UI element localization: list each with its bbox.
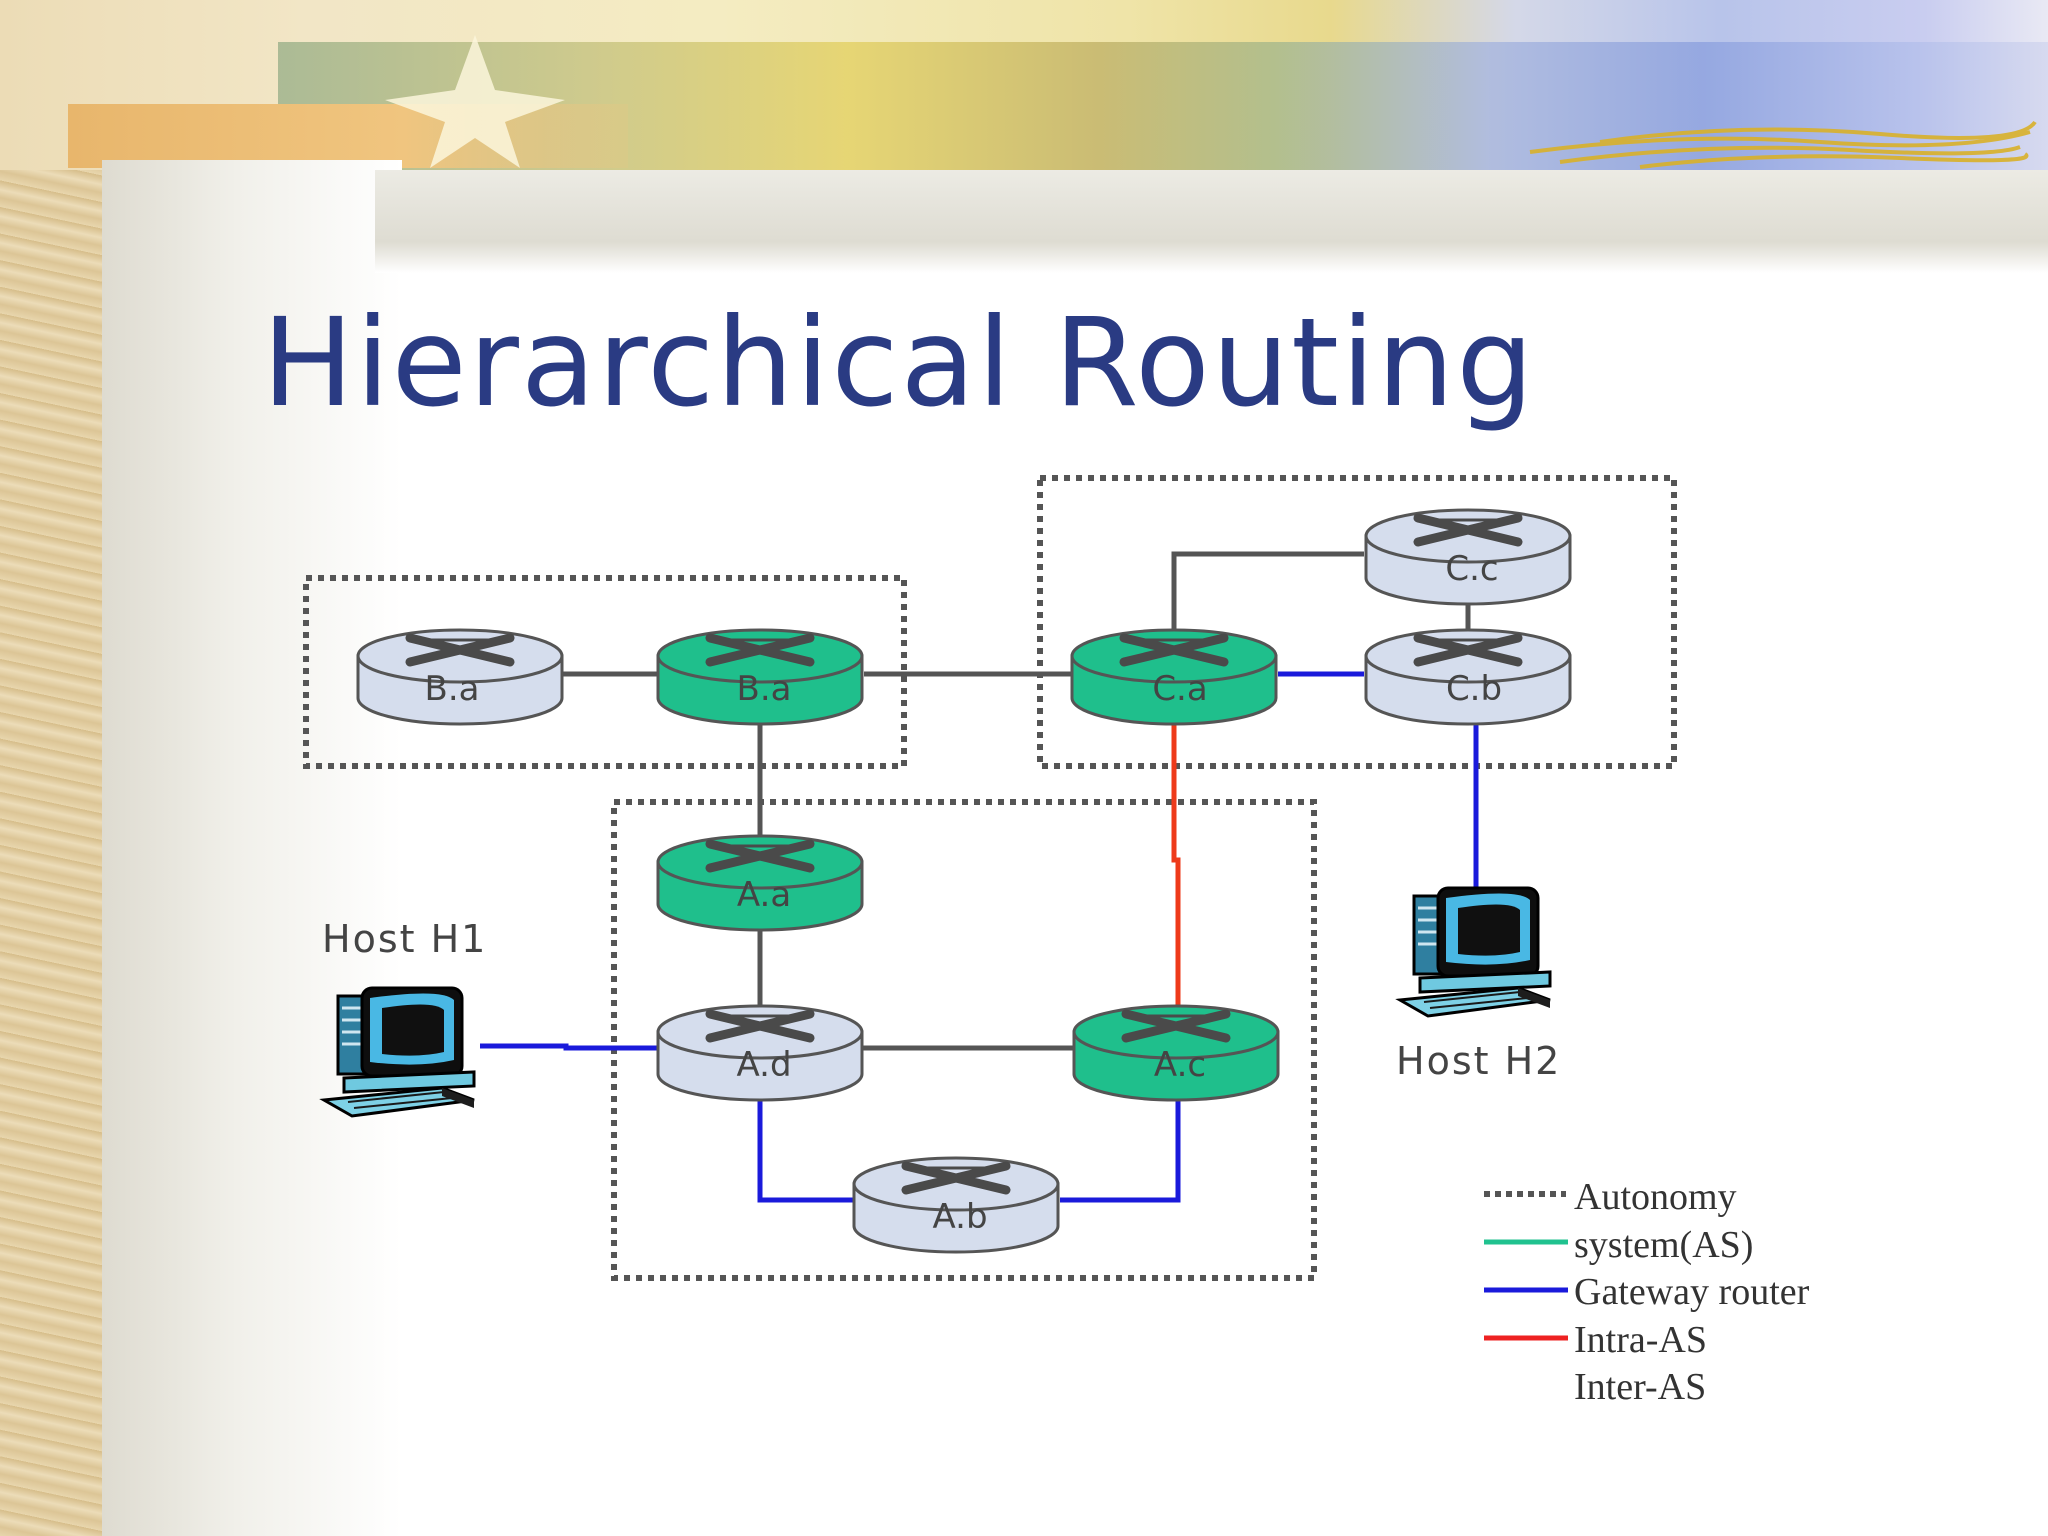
- router-label: B.a: [737, 669, 792, 709]
- router-ba-gateway: B.a: [656, 628, 864, 726]
- router-label: A.d: [736, 1045, 791, 1085]
- router-ba-left: B.a: [356, 628, 564, 726]
- router-label: A.b: [932, 1197, 987, 1237]
- legend-line: Intra-AS: [1574, 1318, 1707, 1361]
- computer-icon: [1398, 886, 1552, 1018]
- router-cc: C.c: [1364, 508, 1572, 606]
- left-texture-strip: [0, 0, 102, 1536]
- router-label: B.a: [425, 669, 480, 709]
- host-label: Host H2: [1396, 1039, 1561, 1083]
- router-ca: C.a: [1070, 628, 1278, 726]
- legend-line: Autonomy: [1574, 1176, 1737, 1218]
- router-cb: C.b: [1364, 628, 1572, 726]
- router-aa: A.a: [656, 834, 864, 932]
- host-h1: Host H1: [322, 917, 487, 1118]
- link-ca-cc: [1171, 551, 1364, 648]
- left-fade-panel: [102, 160, 402, 1536]
- router-label: C.b: [1446, 669, 1502, 709]
- router-label: C.a: [1152, 669, 1207, 709]
- host-label: Host H1: [322, 917, 487, 961]
- link-ca-ac: [1171, 700, 1181, 1018]
- grass-decoration: [1529, 120, 2037, 169]
- title-backdrop-panel: [375, 170, 2048, 273]
- link-h1-ad: [480, 1043, 658, 1051]
- as-box-c: [1037, 475, 1677, 769]
- router-ab: A.b: [852, 1156, 1060, 1254]
- as-box-b: [303, 575, 907, 769]
- legend-line: system(AS): [1574, 1223, 1754, 1266]
- slide-title: Hierarchical Routing: [262, 292, 1536, 434]
- link-ab-ac: [1060, 1074, 1181, 1203]
- router-label: A.a: [737, 875, 791, 915]
- router-label: C.c: [1445, 549, 1498, 589]
- legend-line: Inter-AS: [1574, 1366, 1707, 1408]
- legend: Autonomy system(AS) Gateway router Intra…: [1574, 1174, 1809, 1412]
- legend-line: Gateway router: [1574, 1271, 1810, 1313]
- router-label: A.c: [1154, 1045, 1206, 1085]
- router-ac: A.c: [1072, 1004, 1280, 1102]
- link-ad-ab: [757, 1074, 856, 1203]
- router-ad: A.d: [656, 1004, 864, 1102]
- computer-icon: [322, 986, 476, 1118]
- host-h2: Host H2: [1396, 886, 1561, 1083]
- leaf-star-decoration: [385, 35, 565, 168]
- orange-accent-block: [68, 104, 628, 168]
- as-box-a: [611, 799, 1317, 1281]
